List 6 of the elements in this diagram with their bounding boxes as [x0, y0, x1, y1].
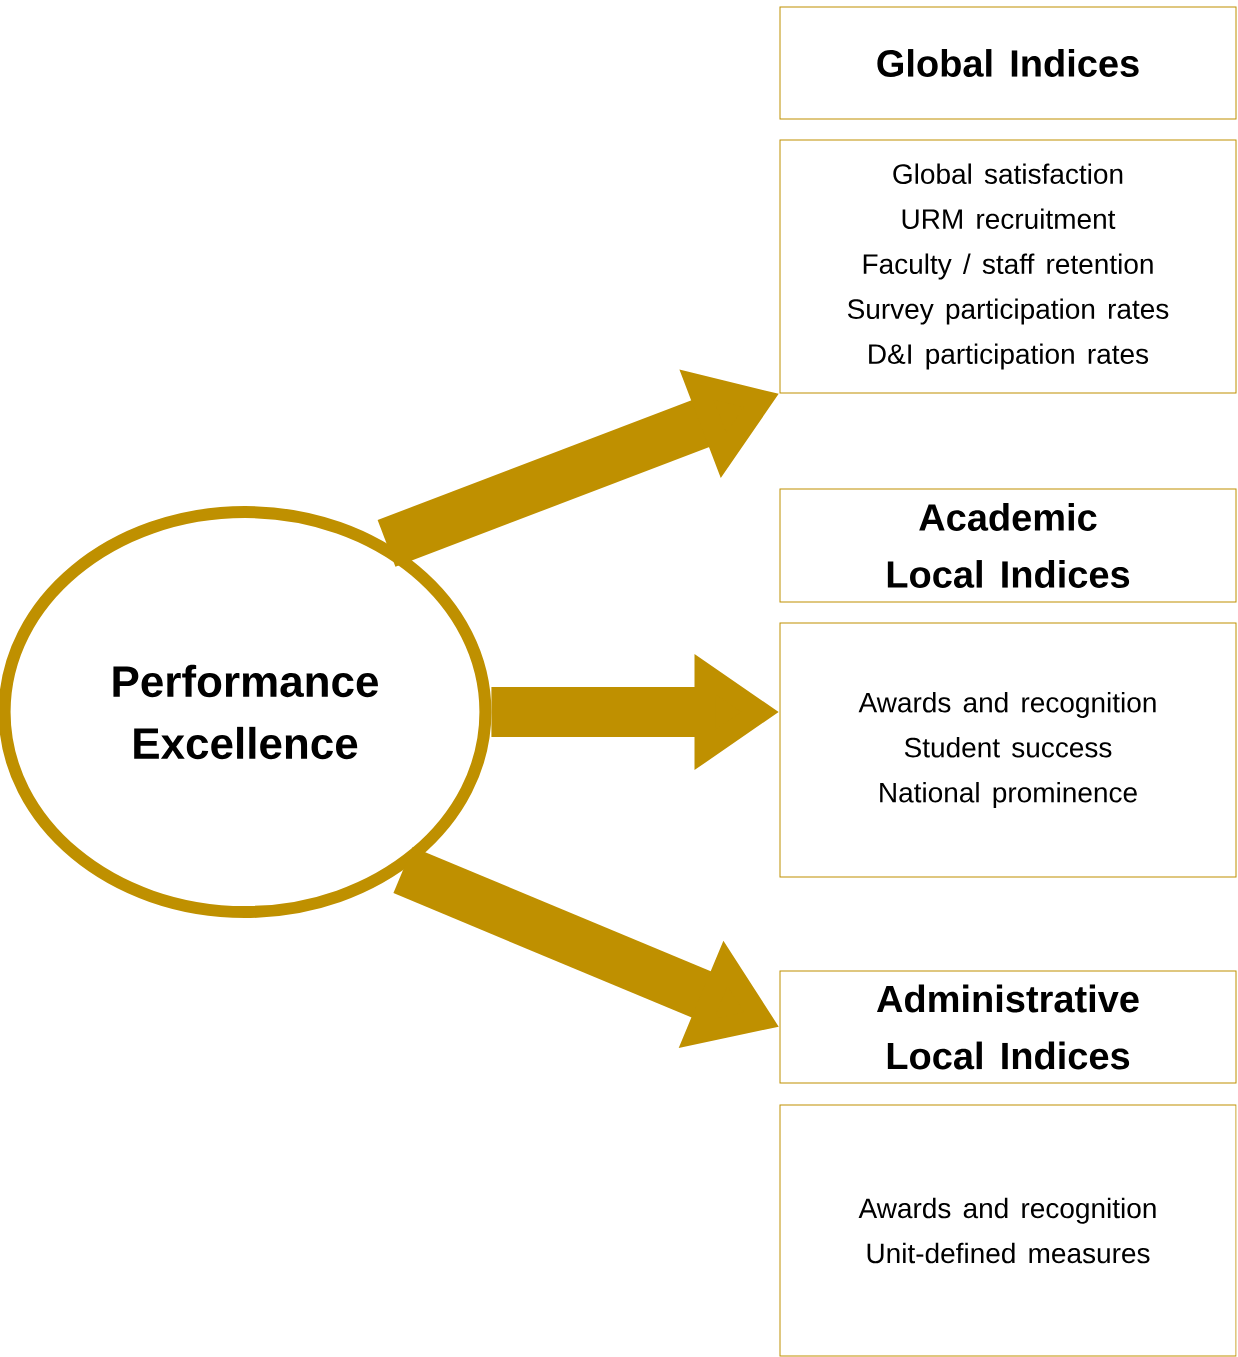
heading-box: Global Indices — [779, 6, 1237, 120]
list-box: Global satisfaction URM recruitment Faculty / staff retention Survey participation rates D&I participation rates — [779, 139, 1237, 394]
heading-box: Administrative Local Indices — [779, 970, 1237, 1084]
list-box: Awards and recognition Student success National prominence — [779, 622, 1237, 878]
list-box: Awards and recognition Unit-defined measures — [779, 1104, 1237, 1357]
heading-box: Academic Local Indices — [779, 488, 1237, 603]
